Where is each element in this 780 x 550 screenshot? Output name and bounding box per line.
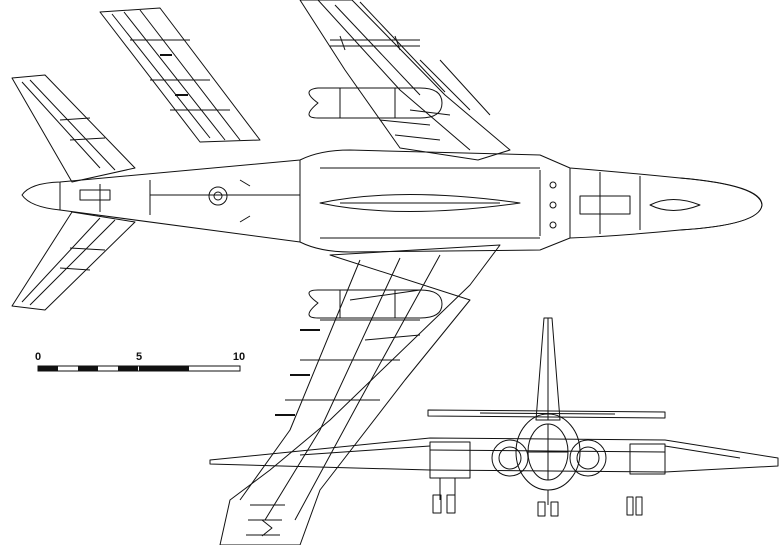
scale-bar: 0 5 10	[35, 351, 245, 372]
upper-flap-panel	[99, 7, 261, 143]
front-view	[209, 317, 779, 517]
left-stabilizer-upper	[11, 74, 136, 183]
scale-label-10: 10	[233, 351, 245, 363]
bottom-view	[11, 0, 763, 546]
lower-engine-pod	[308, 289, 443, 319]
scale-label-5: 5	[136, 351, 142, 363]
fuselage	[21, 149, 763, 253]
left-stabilizer-lower	[11, 211, 136, 311]
scale-label-0: 0	[35, 351, 41, 363]
lower-wing	[219, 244, 501, 546]
scale-segment	[118, 366, 138, 371]
scale-segment	[38, 366, 58, 371]
upper-wing	[299, 0, 511, 161]
scale-segment	[139, 366, 189, 371]
scale-segment	[78, 366, 98, 371]
upper-engine-pod	[308, 87, 443, 119]
